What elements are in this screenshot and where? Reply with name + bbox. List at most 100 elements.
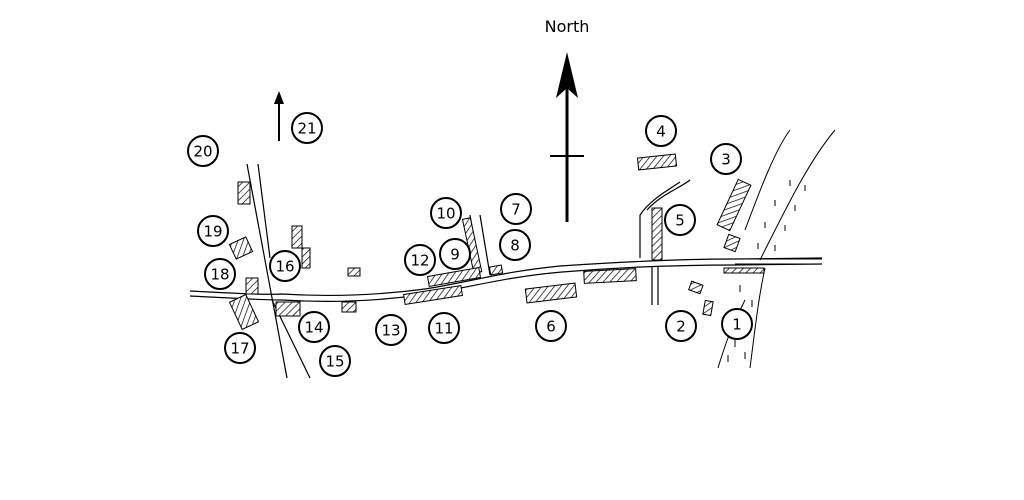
building-6b bbox=[583, 268, 637, 284]
site-marker-7: 7 bbox=[500, 193, 532, 225]
site-marker-circle bbox=[535, 310, 567, 342]
building-19 bbox=[228, 236, 254, 260]
site-marker-18: 18 bbox=[204, 258, 236, 290]
site-marker-3: 3 bbox=[710, 143, 742, 175]
site-marker-12: 12 bbox=[404, 244, 436, 276]
building-13 bbox=[341, 301, 357, 313]
north-arrow: North bbox=[545, 17, 590, 222]
site-marker-15: 15 bbox=[319, 345, 351, 377]
site-marker-label: 14 bbox=[304, 319, 323, 337]
site-marker-label: 19 bbox=[203, 223, 222, 241]
site-marker-label: 2 bbox=[676, 318, 686, 336]
forest-area bbox=[717, 129, 836, 369]
site-marker-16: 16 bbox=[269, 250, 301, 282]
building-4 bbox=[636, 153, 678, 171]
building-16b bbox=[301, 247, 311, 269]
forest-edge-south-2 bbox=[749, 267, 766, 369]
site-marker-label: 6 bbox=[546, 318, 556, 336]
site-marker-label: 4 bbox=[656, 123, 666, 141]
site-marker-label: 13 bbox=[381, 322, 400, 340]
site-marker-19: 19 bbox=[197, 215, 229, 247]
site-marker-circle bbox=[645, 115, 677, 147]
buildings bbox=[228, 153, 765, 331]
site-marker-label: 7 bbox=[511, 201, 521, 219]
site-marker-circle bbox=[665, 310, 697, 342]
site-marker-circle bbox=[404, 244, 436, 276]
site-marker-label: 11 bbox=[434, 320, 453, 338]
site-marker-4: 4 bbox=[645, 115, 677, 147]
site-marker-6: 6 bbox=[535, 310, 567, 342]
site-marker-17: 17 bbox=[224, 332, 256, 364]
site-marker-circle bbox=[664, 204, 696, 236]
building-12 bbox=[426, 266, 482, 288]
site-marker-circle bbox=[710, 143, 742, 175]
site-marker-circle bbox=[197, 215, 229, 247]
site-marker-14: 14 bbox=[298, 311, 330, 343]
north-label: North bbox=[545, 17, 590, 36]
site-marker-label: 20 bbox=[193, 143, 212, 161]
forest-stipple bbox=[727, 180, 806, 362]
site-marker-label: 15 bbox=[325, 353, 344, 371]
building-20 bbox=[237, 181, 251, 205]
site-marker-circle bbox=[499, 229, 531, 261]
site-marker-9: 9 bbox=[439, 238, 471, 270]
building-1 bbox=[723, 267, 765, 274]
site-marker-label: 21 bbox=[297, 120, 316, 138]
site-marker-label: 18 bbox=[210, 266, 229, 284]
lane-mid-b bbox=[479, 214, 491, 276]
site-marker-label: 1 bbox=[732, 316, 742, 334]
site-marker-label: 5 bbox=[675, 212, 685, 230]
site-marker-circle bbox=[319, 345, 351, 377]
site-marker-circle bbox=[721, 308, 753, 340]
building-18 bbox=[245, 277, 259, 295]
building-5 bbox=[651, 207, 663, 261]
site-marker-label: 12 bbox=[410, 252, 429, 270]
site-marker-21: 21 bbox=[291, 112, 323, 144]
site-marker-20: 20 bbox=[187, 135, 219, 167]
building-14 bbox=[275, 301, 301, 317]
site-marker-label: 10 bbox=[436, 205, 455, 223]
site-marker-label: 17 bbox=[230, 340, 249, 358]
site-marker-label: 8 bbox=[510, 237, 520, 255]
building-16 bbox=[291, 225, 303, 249]
building-6 bbox=[524, 282, 578, 304]
site-marker-10: 10 bbox=[430, 197, 462, 229]
building-3 bbox=[716, 178, 752, 232]
site-marker-circle bbox=[224, 332, 256, 364]
building-2b bbox=[702, 299, 714, 317]
building-8 bbox=[488, 264, 504, 276]
main-road-north-edge bbox=[189, 257, 823, 296]
site-marker-1: 1 bbox=[721, 308, 753, 340]
forest-edge-north bbox=[744, 129, 791, 231]
forest-edge-east bbox=[759, 129, 836, 261]
site-marker-8: 8 bbox=[499, 229, 531, 261]
building-11 bbox=[403, 284, 463, 306]
site-marker-circle bbox=[187, 135, 219, 167]
building-mid bbox=[347, 267, 361, 277]
site-marker-circle bbox=[291, 112, 323, 144]
site-marker-label: 9 bbox=[450, 246, 460, 264]
site-marker-2: 2 bbox=[665, 310, 697, 342]
site-marker-11: 11 bbox=[428, 312, 460, 344]
site-marker-circle bbox=[375, 314, 407, 346]
site-marker-13: 13 bbox=[375, 314, 407, 346]
site-marker-circle bbox=[269, 250, 301, 282]
site-marker-circle bbox=[204, 258, 236, 290]
road-west-a bbox=[246, 163, 288, 379]
site-marker-circle bbox=[439, 238, 471, 270]
site-marker-circle bbox=[500, 193, 532, 225]
lane-east-b bbox=[646, 179, 691, 211]
building-3b bbox=[723, 233, 741, 253]
road-west-b bbox=[257, 163, 271, 259]
site-marker-circle bbox=[430, 197, 462, 229]
site-marker-label: 3 bbox=[721, 151, 731, 169]
site-marker-circle bbox=[298, 311, 330, 343]
building-17 bbox=[228, 293, 260, 331]
site-marker-5: 5 bbox=[664, 204, 696, 236]
site-marker-circle bbox=[428, 312, 460, 344]
building-2a bbox=[688, 280, 704, 295]
site-marker-label: 16 bbox=[275, 258, 294, 276]
